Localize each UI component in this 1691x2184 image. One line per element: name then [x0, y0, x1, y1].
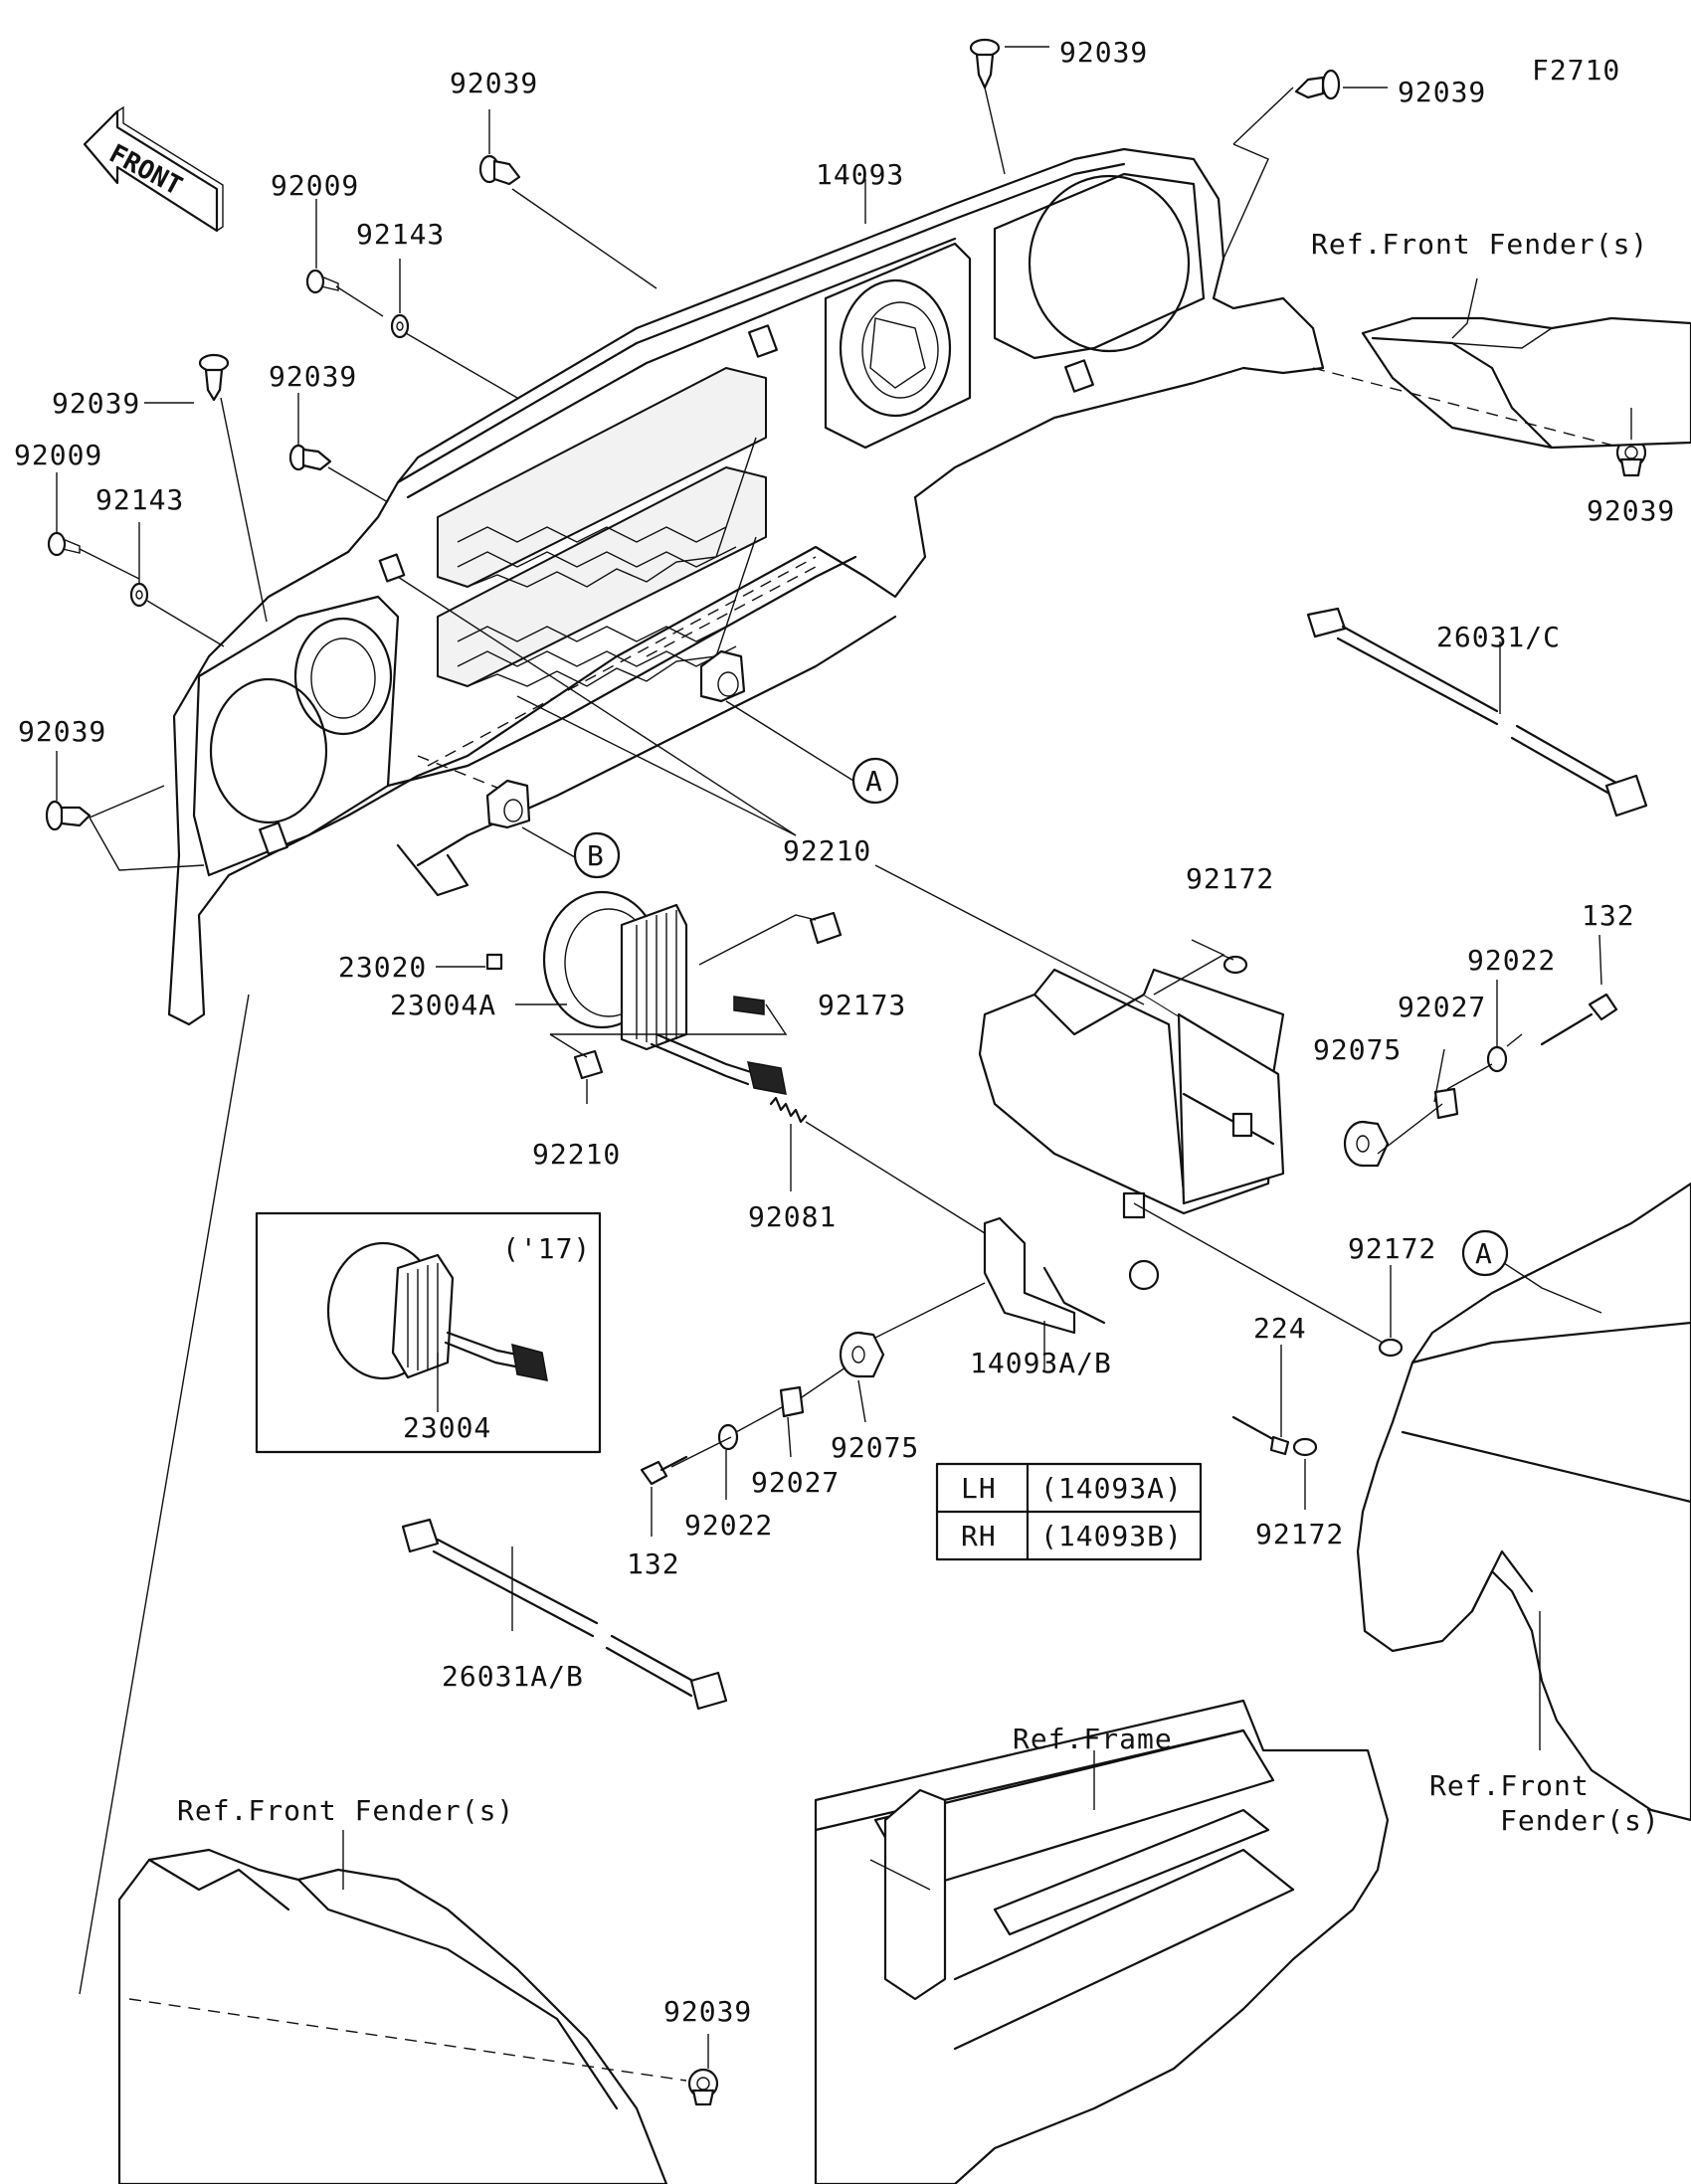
label-92075-a: 92075	[1313, 1033, 1402, 1066]
rubber-stop-b	[485, 779, 531, 829]
table-row-lh-side: LH	[961, 1472, 997, 1505]
label-92009-b: 92009	[14, 439, 102, 471]
washer-92143-a	[390, 313, 410, 339]
headlight-23004a	[542, 890, 787, 1095]
table-row-lh-part: (14093A)	[1040, 1472, 1183, 1505]
label-224: 224	[1253, 1312, 1307, 1345]
rivet-92039-bottom	[687, 2068, 719, 2106]
grommet-92075-b	[839, 1331, 885, 1378]
label-92075-b: 92075	[831, 1431, 919, 1464]
screw-92009-a	[305, 269, 339, 294]
label-92210-a: 92210	[783, 834, 871, 867]
clip-92173	[733, 996, 765, 1015]
rivet-92039-left-mid	[288, 444, 332, 471]
label-92172-c: 92172	[1255, 1518, 1344, 1550]
ref-frame-bottom	[814, 1699, 1390, 2184]
washer-92022-a	[1486, 1045, 1508, 1073]
inset-year-label: ('17)	[502, 1232, 591, 1265]
label-ref-front-fender-bottom: Ref.Front Fender(s)	[177, 1794, 514, 1827]
washer-92143-b	[129, 582, 149, 608]
label-92022-a: 92022	[1467, 944, 1556, 977]
label-92172-a: 92172	[1186, 862, 1274, 895]
ref-front-fender-bottom-left	[117, 1848, 668, 2184]
label-92143-a: 92143	[356, 218, 445, 251]
label-92081: 92081	[748, 1200, 837, 1233]
label-92039-top: 92039	[1059, 36, 1148, 69]
ref-front-fender-right	[1356, 1182, 1691, 1822]
label-92022-b: 92022	[684, 1509, 773, 1542]
label-ref-front-fender-top: Ref.Front Fender(s)	[1311, 228, 1648, 261]
rivet-92039-left-low	[45, 800, 92, 831]
label-92039-fender-right: 92039	[1587, 494, 1675, 527]
svg-text:A: A	[865, 765, 883, 798]
label-132-a: 132	[1582, 899, 1635, 932]
label-14093: 14093	[816, 158, 904, 191]
label-ref-front-fender-right-1: Ref.Front	[1429, 1769, 1590, 1802]
label-26031ab: 26031A/B	[442, 1660, 584, 1693]
leader-lines	[56, 46, 1632, 2082]
callout-a-top: A	[851, 757, 899, 805]
label-14093ab: 14093A/B	[970, 1347, 1112, 1379]
clip-92210-b	[573, 1049, 604, 1080]
table-row-rh-part: (14093B)	[1040, 1520, 1183, 1552]
collar-92027-a	[1433, 1087, 1459, 1120]
screw-92172-b	[1378, 1338, 1404, 1358]
rivet-92039-top	[969, 38, 1001, 90]
label-ref-front-fender-right-2: Fender(s)	[1500, 1804, 1660, 1837]
headlight-bracket-14093ab	[978, 968, 1285, 1335]
label-92027-b: 92027	[751, 1466, 840, 1499]
label-ref-frame: Ref.Frame	[1013, 1723, 1173, 1755]
callout-a-right: A	[1461, 1229, 1509, 1277]
front-direction-arrow: FRONT	[83, 105, 224, 233]
label-92172-b: 92172	[1348, 1232, 1436, 1265]
label-92039-bottom: 92039	[663, 1995, 752, 2028]
label-92009-a: 92009	[271, 169, 359, 202]
bolt-224	[1231, 1415, 1290, 1456]
rivet-92039-right-top	[1294, 69, 1341, 100]
collar-92027-b	[779, 1385, 805, 1418]
screw-92172-c	[1292, 1437, 1318, 1457]
bolt-132-a	[1540, 993, 1618, 1046]
label-92039-right-top: 92039	[1398, 76, 1486, 108]
svg-text:A: A	[1475, 1237, 1493, 1270]
label-92039-left-low: 92039	[18, 715, 106, 748]
figure-code: F2710	[1532, 54, 1620, 87]
rivet-92039-left-clip	[198, 353, 230, 402]
label-92039-left-clip: 92039	[52, 387, 140, 420]
label-92173: 92173	[818, 989, 906, 1021]
label-26031c: 26031/C	[1436, 621, 1561, 653]
inset-part-label: 23004	[403, 1411, 491, 1444]
callout-b-top: B	[573, 831, 621, 879]
label-92027-a: 92027	[1398, 991, 1486, 1023]
clip-92210-a	[809, 911, 843, 945]
label-23004a: 23004A	[390, 989, 496, 1021]
screw-92009-b	[47, 531, 81, 557]
part-labels: 92039 92039 92039 14093 92009 92143 Ref.…	[14, 36, 1675, 2028]
harness-26031c	[1306, 607, 1648, 818]
ref-front-fender-top-right	[1361, 316, 1691, 450]
label-92039-left-mid: 92039	[269, 360, 357, 393]
bolt-132-b	[640, 1455, 688, 1486]
rubber-stop-a	[699, 649, 746, 703]
screw-92172-a	[1222, 955, 1248, 975]
bulb-socket-23020	[485, 953, 503, 971]
harness-26031ab	[401, 1518, 728, 1711]
label-92143-b: 92143	[95, 483, 184, 516]
variant-table: LH (14093A) RH (14093B)	[935, 1462, 1203, 1561]
grommet-92075-a	[1343, 1120, 1390, 1168]
front-fascia-14093	[167, 147, 1325, 1026]
label-132-b: 132	[627, 1547, 680, 1580]
label-92039-left-top: 92039	[450, 67, 538, 99]
label-92210-b: 92210	[532, 1138, 621, 1171]
label-23020: 23020	[338, 951, 427, 984]
spring-92081	[769, 1096, 808, 1124]
rivet-92039-left-top	[478, 154, 521, 186]
svg-text:B: B	[587, 839, 605, 872]
washer-92022-b	[717, 1423, 739, 1451]
table-row-rh-side: RH	[961, 1520, 997, 1552]
inset-box-2017: ('17) 23004	[255, 1211, 602, 1454]
